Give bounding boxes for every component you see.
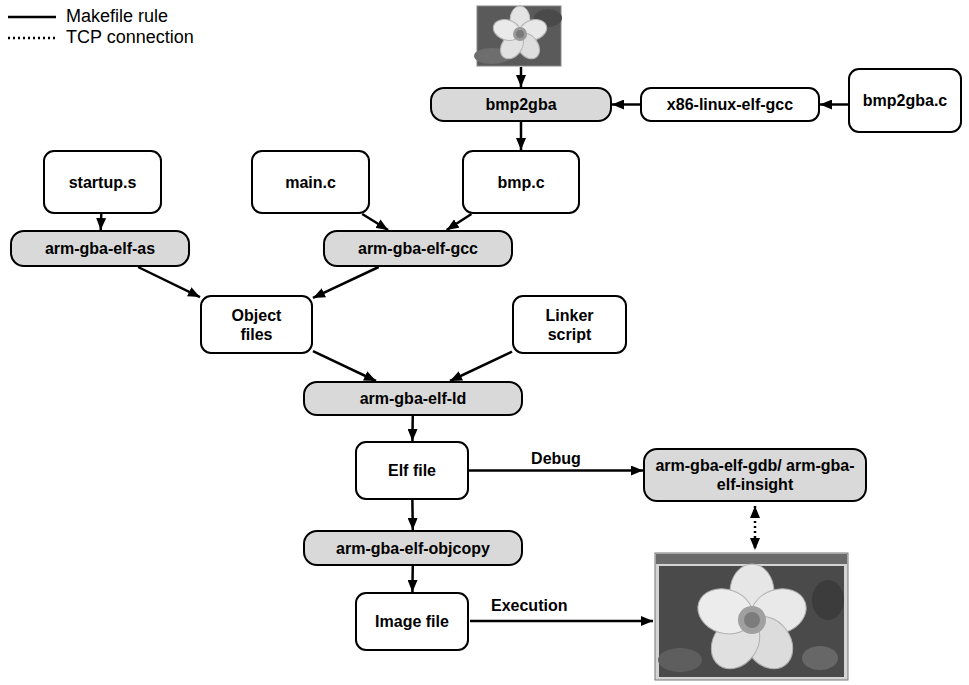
edge-label: Debug	[529, 449, 583, 468]
node-text: Image file	[375, 612, 449, 631]
node-text: Object files	[222, 306, 292, 344]
file-box: Object files	[200, 295, 313, 354]
makefile-rule-arrow	[313, 351, 376, 381]
makefile-rule-arrow	[820, 103, 848, 106]
tool-box: arm-gba-elf-ld	[303, 381, 523, 416]
node-text: bmp.c	[497, 173, 544, 192]
node-text: arm-gba-elf-gcc	[358, 239, 478, 258]
node-text: main.c	[285, 173, 336, 192]
tool-box: arm-gba-elf-as	[10, 230, 190, 267]
tool-box: arm-gba-elf-objcopy	[303, 530, 523, 566]
node-text: Linker script	[535, 306, 605, 344]
makefile-rule-arrow	[313, 267, 379, 298]
legend-text: TCP connection	[66, 27, 194, 48]
file-box: main.c	[251, 150, 370, 214]
tcp-connection	[754, 506, 757, 550]
makefile-rule-arrow	[411, 566, 414, 592]
flower-photo	[474, 6, 562, 66]
makefile-rule-arrow	[362, 214, 388, 230]
makefile-rule-arrow	[447, 214, 472, 230]
node-text: x86-linux-elf-gcc	[667, 95, 793, 114]
file-box: Image file	[355, 592, 469, 651]
file-box: x86-linux-elf-gcc	[640, 87, 820, 122]
file-box: bmp.c	[462, 150, 580, 214]
makefile-rule-arrow	[520, 122, 523, 150]
node-text: arm-gba-elf-ld	[360, 389, 467, 408]
tool-box: arm-gba-elf-gcc	[323, 230, 513, 267]
legend-dotted-sample	[8, 37, 56, 40]
file-box: bmp2gba.c	[848, 68, 962, 133]
node-text: arm-gba-elf-gdb/ arm-gba-elf-insight	[655, 456, 855, 494]
node-text: bmp2gba.c	[863, 91, 947, 110]
tool-box: bmp2gba	[430, 87, 612, 122]
node-text: startup.s	[69, 173, 137, 192]
file-box: startup.s	[43, 150, 162, 214]
node-text: bmp2gba	[485, 95, 556, 114]
makefile-rule-arrow	[411, 500, 414, 530]
file-box: Elf file	[355, 441, 469, 500]
photo-arrow	[520, 67, 523, 87]
tool-box: arm-gba-elf-gdb/ arm-gba-elf-insight	[643, 448, 867, 502]
node-text: arm-gba-elf-objcopy	[336, 539, 490, 558]
makefile-rule-arrow	[138, 267, 200, 297]
legend-solid-sample	[8, 16, 56, 19]
legend-text: Makefile rule	[66, 6, 168, 27]
makefile-rule-arrow	[469, 469, 643, 472]
makefile-rule-arrow	[612, 103, 640, 106]
makefile-rule-arrow	[450, 352, 512, 381]
execution-arrow	[470, 620, 653, 623]
node-text: arm-gba-elf-as	[45, 239, 155, 258]
node-text: Elf file	[388, 461, 436, 480]
makefile-rule-arrow	[99, 214, 102, 230]
emulator-screenshot	[655, 553, 848, 680]
edge-label: Execution	[489, 596, 569, 615]
makefile-rule-arrow	[411, 416, 414, 441]
file-box: Linker script	[512, 295, 627, 354]
